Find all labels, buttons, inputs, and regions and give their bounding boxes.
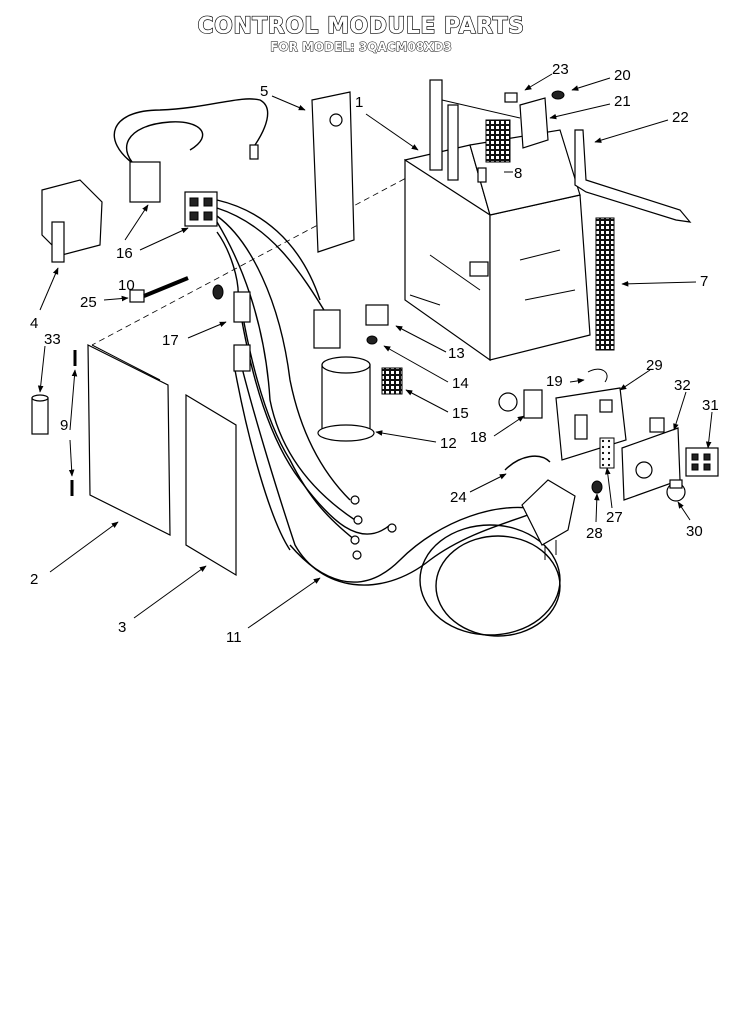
part-15-terminal	[381, 367, 403, 395]
part-31-selector-switch	[649, 417, 719, 477]
part-21-bracket	[519, 97, 549, 149]
part-8-grille	[485, 119, 511, 163]
power-cord	[289, 479, 576, 637]
callout-18: 18	[470, 429, 487, 446]
part-1-bracket	[429, 79, 521, 181]
wire-terminal	[352, 550, 362, 560]
callout-10: 10	[118, 277, 135, 294]
part-2-cover	[87, 344, 171, 536]
callout-33: 33	[44, 331, 61, 348]
part-17-screw	[212, 284, 224, 300]
alignment-line	[91, 159, 441, 346]
callout-13: 13	[448, 345, 465, 362]
callout-4: 4	[30, 315, 38, 332]
callout-21: 21	[614, 93, 631, 110]
part-16-harness	[113, 98, 269, 203]
callout-22: 22	[672, 109, 689, 126]
callout-5: 5	[260, 83, 268, 100]
part-17-connector	[233, 291, 251, 323]
part-4-shield	[41, 179, 103, 263]
callout-25: 25	[80, 294, 97, 311]
part-24-tube	[504, 455, 551, 471]
part-14-screw	[366, 335, 378, 345]
part-22-bracket	[574, 129, 692, 223]
callout-28: 28	[586, 525, 603, 542]
wire-terminal	[387, 523, 397, 533]
diagram-title: CONTROL MODULE PARTS	[197, 13, 525, 39]
part-28-screw	[591, 480, 603, 494]
harness-plug	[313, 309, 341, 349]
wire-terminal	[353, 515, 363, 525]
callout-9: 9	[60, 417, 68, 434]
part-8-clip	[477, 167, 487, 183]
part-25-tie-strap	[143, 276, 189, 298]
callout-20: 20	[614, 67, 631, 84]
callout-7: 7	[700, 273, 708, 290]
part-5-control-board	[311, 91, 355, 253]
callout-16: 16	[116, 245, 133, 262]
part-17-connector	[233, 344, 251, 372]
part-27-switch	[599, 437, 615, 469]
callout-19: 19	[546, 373, 563, 390]
part-3-panel	[185, 393, 237, 577]
part-33-bushing	[31, 397, 49, 435]
callout-17: 17	[162, 332, 179, 349]
callout-24: 24	[450, 489, 467, 506]
callout-14: 14	[452, 375, 469, 392]
model-subtitle: FOR MODEL: 3QACM08XD3	[270, 40, 452, 55]
part-30-knob	[666, 479, 686, 502]
part-11-wiring-harness	[216, 199, 541, 586]
callout-12: 12	[440, 435, 457, 452]
callout-32: 32	[674, 377, 691, 394]
callout-11: 11	[226, 629, 242, 646]
callout-30: 30	[686, 523, 703, 540]
part-29-plate	[555, 387, 627, 461]
part-23-clip	[504, 92, 518, 103]
part-10-terminal-block	[184, 191, 218, 227]
wire-terminal	[350, 495, 360, 505]
callout-23: 23	[552, 61, 569, 78]
part-7-grille	[595, 217, 615, 351]
callout-8: 8	[514, 165, 522, 182]
wire-terminal	[350, 535, 360, 545]
callout-27: 27	[606, 509, 623, 526]
callout-15: 15	[452, 405, 469, 422]
part-18-switch	[498, 389, 543, 419]
callout-29: 29	[646, 357, 663, 374]
part-20-screw	[551, 90, 565, 100]
part-13-relay	[365, 304, 389, 326]
callout-31: 31	[702, 397, 719, 414]
callout-3: 3	[118, 619, 126, 636]
callout-1: 1	[355, 94, 363, 111]
callout-2: 2	[30, 571, 38, 588]
part-19-spring	[587, 368, 608, 383]
part-12-capacitor	[317, 356, 375, 442]
part-1-control-housing	[404, 129, 591, 362]
